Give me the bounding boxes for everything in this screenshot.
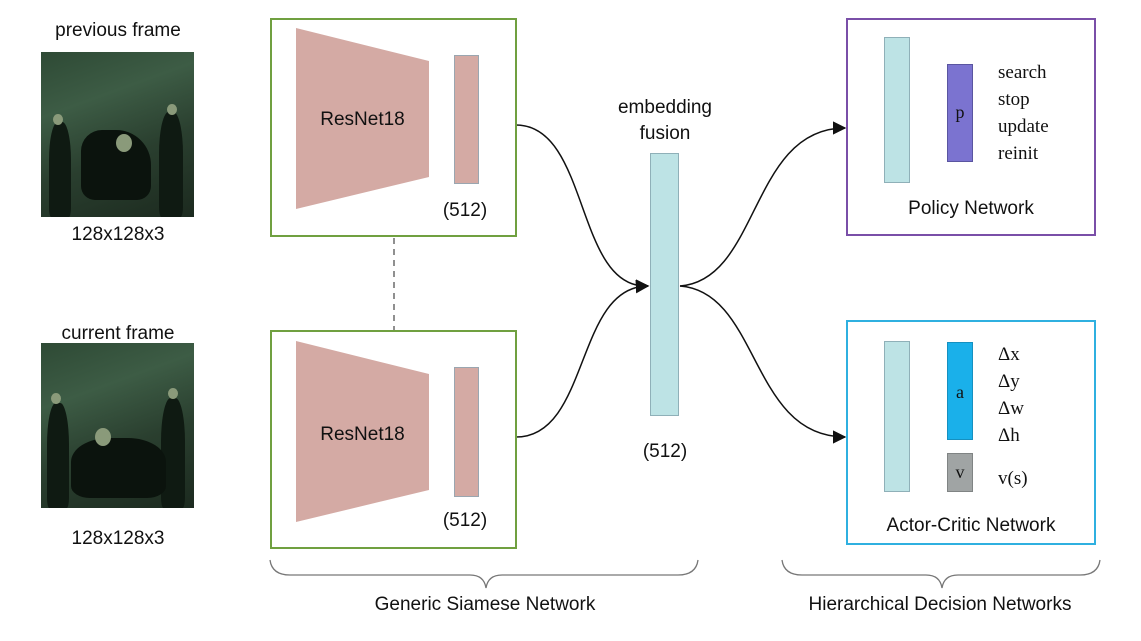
actor-output-label: a	[956, 382, 964, 402]
previous-frame-label: previous frame	[55, 20, 181, 41]
embedding-fusion-label-line1: embedding	[617, 97, 713, 118]
decision-group-brace	[781, 559, 1101, 589]
critic-output-value: v(s)	[998, 468, 1028, 489]
resnet18-top-label: ResNet18	[320, 109, 405, 130]
top-branch-to-fusion-arrow	[515, 124, 650, 294]
policy-network-title: Policy Network	[908, 198, 1034, 219]
previous-frame-image	[41, 52, 194, 217]
actor-outputs-list: Δx Δy Δw Δh	[998, 341, 1024, 449]
actor-output-dy: Δy	[998, 371, 1020, 392]
fusion-embedding-vector	[650, 153, 679, 416]
policy-hidden-vector	[884, 37, 910, 183]
policy-network-box	[846, 18, 1096, 236]
previous-frame-size: 128x128x3	[71, 224, 165, 245]
policy-action-search: search	[998, 62, 1047, 83]
fusion-dim: (512)	[642, 441, 688, 462]
resnet18-top-trapezoid	[296, 28, 429, 209]
actor-output-dw: Δw	[998, 398, 1024, 419]
policy-action-update: update	[998, 116, 1049, 137]
bottom-feature-dim: (512)	[442, 510, 488, 531]
policy-output-label: p	[955, 102, 965, 122]
actor-output-vector	[947, 342, 973, 440]
actor-critic-network-box	[846, 320, 1096, 545]
current-frame-size: 128x128x3	[71, 528, 165, 549]
critic-output-vector	[947, 453, 973, 492]
decision-group-label: Hierarchical Decision Networks	[808, 594, 1072, 615]
siamese-group-label: Generic Siamese Network	[374, 594, 596, 615]
siamese-bottom-branch	[270, 330, 517, 549]
actor-output-dx: Δx	[998, 344, 1020, 365]
actor-critic-network-title: Actor-Critic Network	[886, 515, 1056, 536]
top-feature-dim: (512)	[442, 200, 488, 221]
critic-output-label: v	[955, 462, 965, 482]
resnet18-bottom-label: ResNet18	[320, 424, 405, 445]
siamese-top-branch	[270, 18, 517, 237]
top-feature-vector	[454, 55, 479, 184]
resnet18-bottom-trapezoid	[296, 341, 429, 522]
policy-action-reinit: reinit	[998, 143, 1039, 164]
current-frame-label: current frame	[61, 323, 175, 344]
siamese-group-brace	[269, 559, 699, 589]
actor-output-dh: Δh	[998, 425, 1020, 446]
policy-output-vector	[947, 64, 973, 162]
bottom-branch-to-fusion-arrow	[515, 279, 650, 438]
bottom-feature-vector	[454, 367, 479, 497]
fusion-to-policy-arrow	[679, 121, 847, 287]
current-frame-image	[41, 343, 194, 508]
fusion-to-actor-critic-arrow	[679, 285, 847, 444]
policy-action-stop: stop	[998, 89, 1030, 110]
actor-critic-hidden-vector	[884, 341, 910, 492]
policy-actions-list: search stop update reinit	[998, 59, 1049, 167]
embedding-fusion-label-line2: fusion	[639, 123, 691, 144]
